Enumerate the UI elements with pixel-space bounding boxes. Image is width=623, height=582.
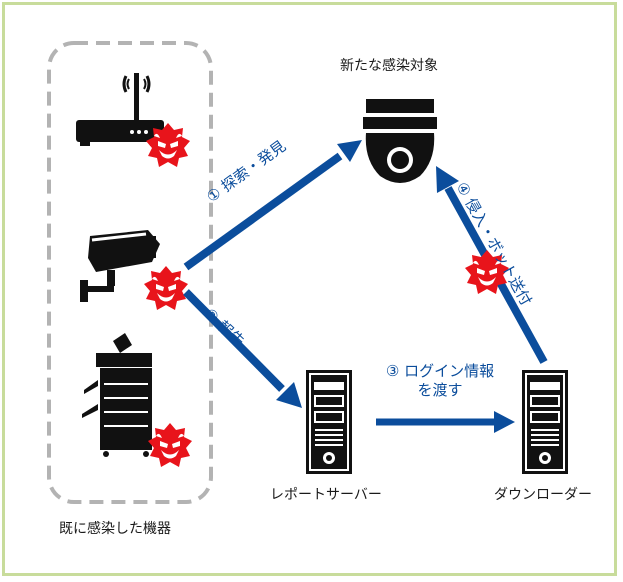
step3-line2: を渡す — [417, 381, 463, 399]
arrow-scan — [183, 152, 343, 271]
new-target-label: 新たな感染対象 — [340, 58, 438, 74]
step3-line1: ③ ログイン情報 — [385, 362, 495, 380]
printer-icon — [82, 333, 152, 457]
infected-group-box — [47, 41, 213, 504]
infected-devices-label: 既に感染した機器 — [59, 521, 171, 537]
router-icon — [76, 73, 164, 146]
security-camera-icon — [80, 230, 160, 302]
arrow-infect-head — [436, 166, 459, 193]
server-icon — [305, 369, 353, 475]
arrow-report-head — [276, 382, 302, 408]
arrow-scan-head — [337, 140, 362, 162]
virus-icon — [144, 266, 188, 310]
arrows — [183, 140, 548, 433]
server-icon — [521, 369, 569, 475]
arrow-credentials-head — [494, 411, 515, 433]
arrow-report — [183, 289, 285, 392]
downloader-label: ダウンローダー — [494, 487, 592, 503]
report-server-label: レポートサーバー — [270, 487, 382, 503]
step3-label: ③ ログイン情報 を渡す — [380, 362, 500, 400]
dome-camera-icon — [363, 99, 437, 183]
virus-icon — [148, 423, 192, 467]
